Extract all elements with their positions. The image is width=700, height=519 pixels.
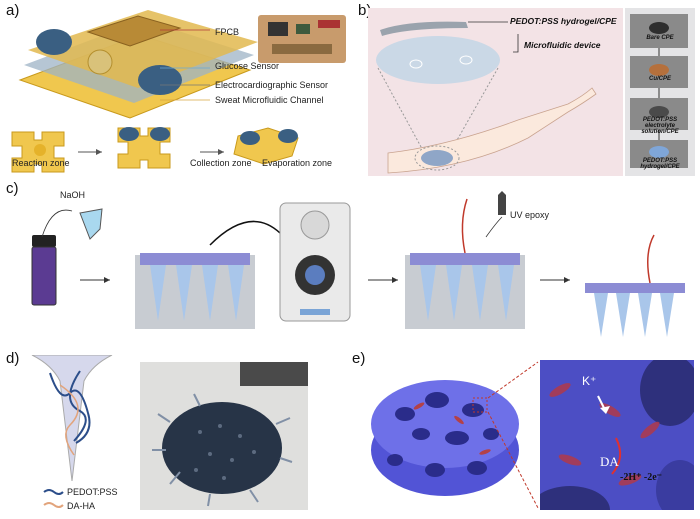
panel-c-letter: c) [6, 180, 19, 197]
panel-e-letter: e) [352, 350, 366, 367]
panel-d-legend-swatches [43, 489, 64, 508]
label-ecg-sensor: Electrocardiographic Sensor [215, 80, 329, 90]
panel-d-needle [31, 355, 113, 482]
label-sweat-channel: Sweat Microfluidic Channel [215, 95, 324, 105]
step-cu-cpe: Cu/CPE [648, 76, 671, 82]
label-reaction-zone: Reaction zone [12, 158, 70, 168]
legend-pedot-pss: PEDOT:PSS [67, 487, 118, 497]
label-naoh: NaOH [60, 190, 86, 200]
step-bare-cpe: Bare CPE [646, 35, 674, 41]
legend-da-ha: DA-HA [67, 501, 96, 511]
panel-d-photo [140, 362, 308, 510]
panel-e-zoom-lines [487, 361, 539, 509]
panel-d-letter: d) [6, 350, 20, 367]
panel-b-illustration [376, 14, 688, 174]
panel-e-zoom-view: K⁺ DA -2H⁺ -2e⁻ [540, 360, 694, 510]
panel-a-letter: a) [6, 2, 20, 19]
label-evaporation-zone: Evaporation zone [262, 158, 333, 168]
label-uv-epoxy: UV epoxy [510, 210, 550, 220]
zoom-surface [540, 360, 694, 510]
step-hydrogel: PEDOT:PSS hydrogel/CPE [640, 158, 680, 170]
label-collection-zone: Collection zone [190, 158, 252, 168]
label-microfluidic-device: Microfluidic device [524, 40, 601, 50]
label-k-ion: K⁺ [582, 374, 597, 388]
microneedle-photo [152, 362, 308, 507]
step-electrolyte: PEDOT:PSS electrolyte solution/CPE [641, 117, 679, 135]
label-glucose-sensor: Glucose Sensor [215, 61, 280, 71]
label-oxidation: -2H⁺ -2e⁻ [620, 472, 662, 483]
label-hydrogel-cpe: PEDOT:PSS hydrogel/CPE [510, 16, 617, 26]
panel-a-device-illustration [11, 10, 346, 173]
panel-c-illustration [31, 191, 685, 337]
label-fpcb: FPCB [215, 27, 240, 37]
panel-e-scaffold [371, 380, 519, 496]
label-da: DA [600, 454, 619, 469]
